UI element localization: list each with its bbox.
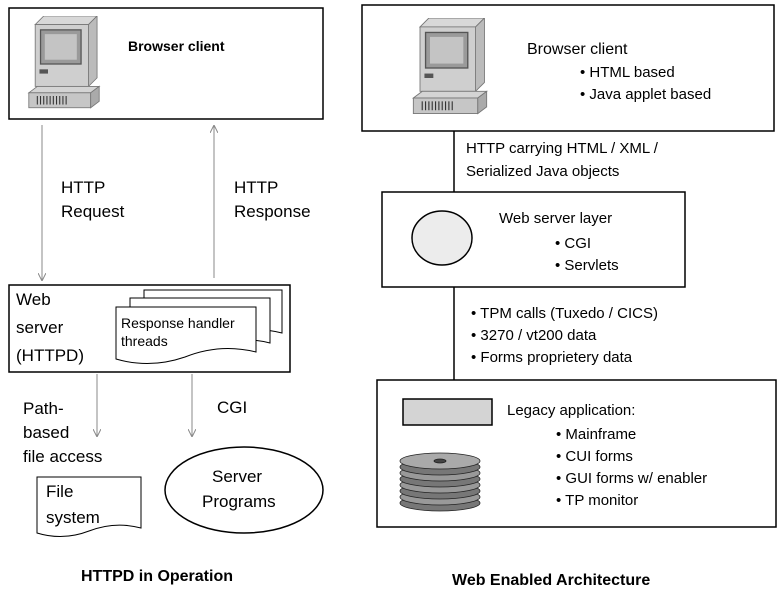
web-server-item-cgi: CGI: [555, 234, 591, 254]
legacy-item-cui: CUI forms: [556, 447, 633, 467]
http-carrying-label-2: Serialized Java objects: [466, 163, 620, 180]
path-access-label-3: file access: [23, 447, 103, 466]
web-server-ellipse: [411, 210, 473, 266]
connection-item-tpm: TPM calls (Tuxedo / CICS): [471, 304, 658, 324]
right-browser-client-label: Browser client: [527, 41, 628, 58]
server-programs-label-2: Programs: [202, 492, 276, 511]
cgi-label: CGI: [217, 398, 248, 417]
legacy-item-mainframe: Mainframe: [556, 425, 636, 445]
legacy-item-tp: TP monitor: [556, 491, 638, 511]
browser-item-java: Java applet based: [580, 85, 711, 105]
web-server-label-1: Web: [16, 290, 51, 309]
path-access-label-1: Path-: [23, 399, 64, 418]
web-server-label-3: (HTTPD): [16, 346, 84, 365]
connection-item-3270: 3270 / vt200 data: [471, 326, 596, 346]
response-handler-label-2: threads: [121, 333, 168, 349]
http-carrying-label-1: HTTP carrying HTML / XML /: [466, 140, 658, 157]
left-computer-icon: [28, 16, 100, 109]
thread-document-front: [115, 306, 257, 365]
web-server-layer-label: Web server layer: [499, 210, 613, 227]
http-request-label-1: HTTP: [61, 178, 106, 197]
path-access-label-2: based: [23, 423, 70, 442]
http-request-label-2: Request: [61, 202, 125, 221]
http-response-label-2: Response: [234, 202, 311, 221]
legacy-item-gui: GUI forms w/ enabler: [556, 469, 707, 489]
browser-item-html: HTML based: [580, 63, 674, 83]
response-handler-label-1: Response handler: [121, 315, 235, 331]
right-caption: Web Enabled Architecture: [452, 572, 651, 589]
right-computer-icon: [412, 18, 488, 115]
http-response-label-1: HTTP: [234, 178, 279, 197]
file-system-label-1: File: [46, 482, 74, 501]
file-system-label-2: system: [46, 508, 100, 527]
disk-stack-icon: [399, 452, 481, 512]
connection-item-forms: Forms proprietery data: [471, 348, 632, 368]
web-server-item-servlets: Servlets: [555, 256, 618, 276]
server-programs-label-1: Server: [212, 467, 263, 486]
server-programs-ellipse: [164, 446, 324, 534]
left-caption: HTTPD in Operation: [81, 568, 233, 585]
mainframe-block: [402, 398, 493, 426]
left-browser-client-label: Browser client: [128, 38, 225, 54]
legacy-title-label: Legacy application:: [507, 402, 636, 419]
web-server-label-2: server: [16, 318, 64, 337]
file-system-document: [36, 476, 142, 537]
